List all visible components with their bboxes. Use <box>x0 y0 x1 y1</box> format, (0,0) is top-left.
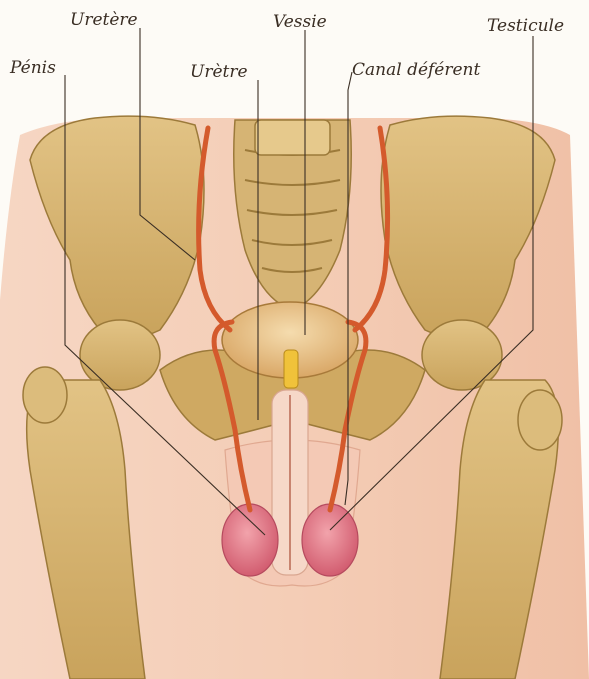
left-greater-trochanter <box>23 367 67 423</box>
label-penis: Pénis <box>10 58 56 78</box>
label-vessie: Vessie <box>273 12 327 32</box>
vertebra <box>255 120 330 155</box>
prostate <box>284 350 298 388</box>
label-canal-deferent: Canal déférent <box>352 60 480 80</box>
label-testicule: Testicule <box>487 16 564 36</box>
right-testicle <box>302 504 358 576</box>
right-greater-trochanter <box>518 390 562 450</box>
label-uretre: Urètre <box>190 62 248 82</box>
label-uretere: Uretère <box>70 10 138 30</box>
left-testicle <box>222 504 278 576</box>
